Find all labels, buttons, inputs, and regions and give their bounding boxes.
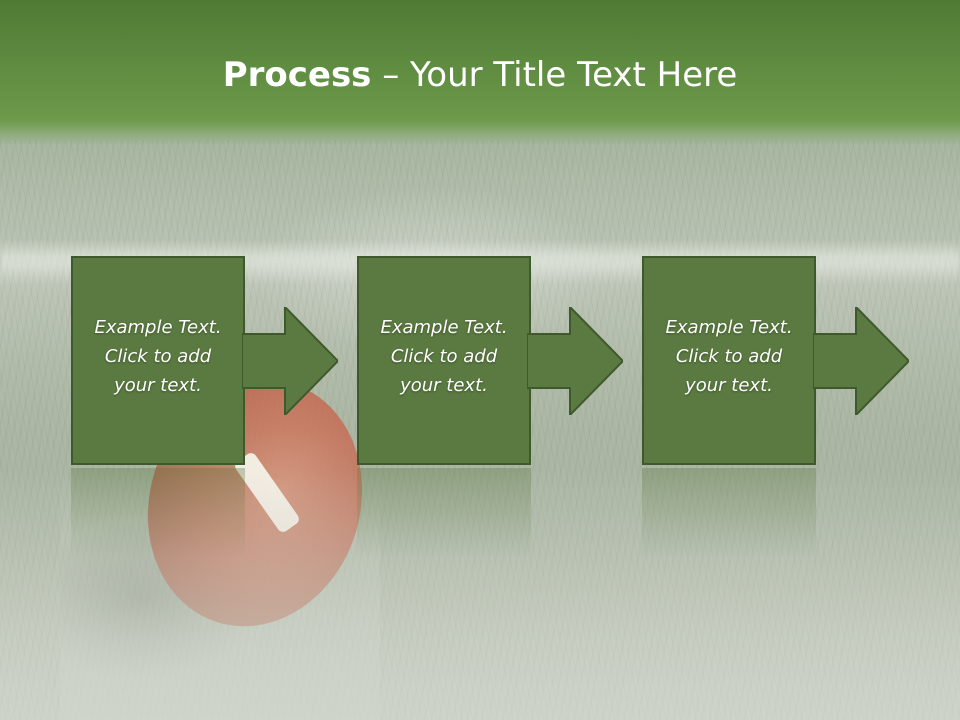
right-arrow-icon (242, 307, 338, 415)
step-line: your text. (685, 375, 773, 396)
right-arrow-icon (527, 307, 623, 415)
step-text: Example Text. Click to add your text. (665, 313, 792, 408)
process-step-2[interactable]: Example Text. Click to add your text. (357, 256, 531, 465)
step-text: Example Text. Click to add your text. (94, 313, 221, 408)
title-bold: Process (222, 55, 372, 95)
right-arrow-icon (813, 307, 909, 415)
step-line: your text. (400, 375, 488, 396)
step-reflection (357, 468, 531, 558)
slide-title[interactable]: Process – Your Title Text Here (0, 52, 960, 98)
step-line: Example Text. (665, 317, 793, 338)
step-reflection (71, 468, 245, 558)
step-line: Click to add (675, 346, 783, 367)
step-reflection (642, 468, 816, 558)
step-text: Example Text. Click to add your text. (380, 313, 507, 408)
process-step-1[interactable]: Example Text. Click to add your text. (71, 256, 245, 465)
process-step-3[interactable]: Example Text. Click to add your text. (642, 256, 816, 465)
step-line: Click to add (390, 346, 498, 367)
step-line: your text. (114, 375, 202, 396)
title-rest: – Your Title Text Here (371, 55, 738, 95)
bottom-fade (0, 430, 960, 720)
step-line: Click to add (104, 346, 212, 367)
step-line: Example Text. (94, 317, 222, 338)
step-line: Example Text. (380, 317, 508, 338)
